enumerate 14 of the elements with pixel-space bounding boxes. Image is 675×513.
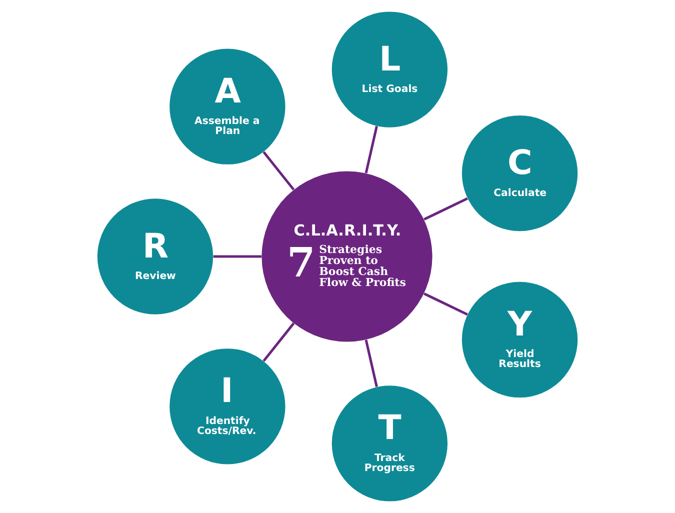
connector xyxy=(423,292,468,316)
node-circle: R Review xyxy=(97,198,214,314)
connector xyxy=(364,126,378,174)
node-circle: T Track Progress xyxy=(332,386,448,502)
connector xyxy=(364,340,378,388)
node-circle: A Assemble a Plan xyxy=(170,48,286,164)
connector xyxy=(423,197,468,221)
connector xyxy=(262,322,295,362)
connector xyxy=(262,151,295,190)
node-circle: C Calculate xyxy=(462,115,578,232)
node-circle: Y Yield Results xyxy=(462,282,578,398)
connector xyxy=(213,255,262,258)
node-circle: I Identify Costs/Rev. xyxy=(170,348,286,464)
node-circle: L List Goals xyxy=(332,12,448,128)
